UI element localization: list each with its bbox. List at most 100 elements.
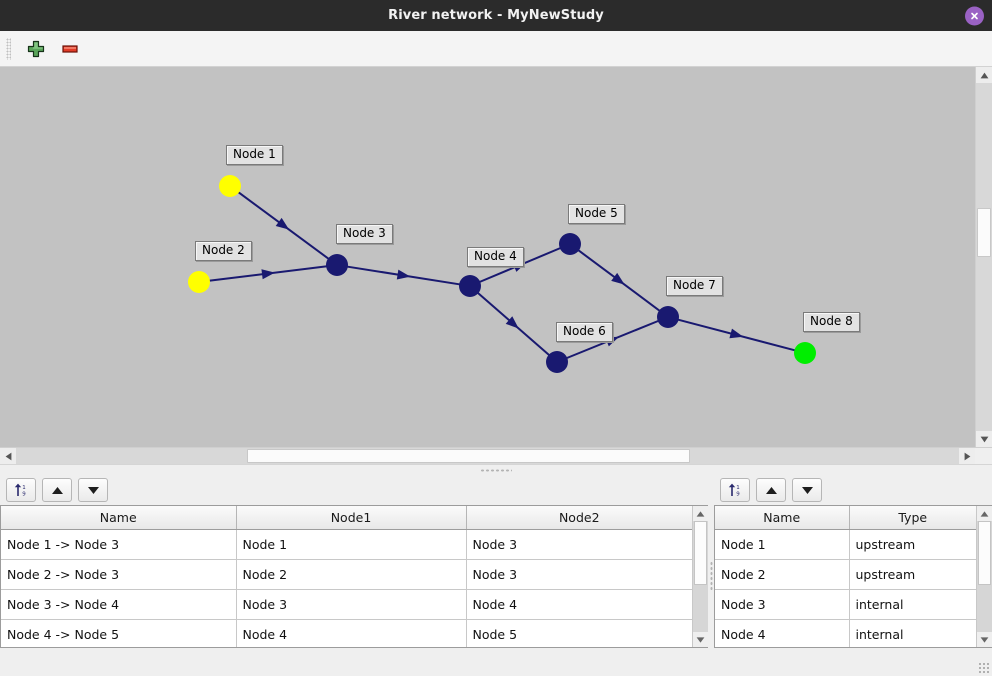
nodes-vscroll-track[interactable] (976, 521, 992, 632)
window-titlebar: River network - MyNewStudy (0, 0, 992, 31)
sort-ascending-icon: 1 9 (14, 483, 26, 498)
graph-node-label-node-1[interactable]: Node 1 (226, 145, 283, 165)
add-node-button[interactable] (25, 38, 47, 60)
cell-node1[interactable]: Node 2 (236, 559, 467, 590)
column-header-node1[interactable]: Node1 (236, 506, 467, 530)
arrow-up-icon (765, 486, 777, 494)
cell-node2[interactable]: Node 3 (466, 559, 692, 590)
graph-node-label-node-5[interactable]: Node 5 (568, 204, 625, 224)
canvas-hscroll-track[interactable] (16, 448, 959, 464)
river-network-canvas[interactable]: Node 1 Node 2 Node 3 Node 4 Node 5 Node 6 Node… (0, 67, 975, 447)
graph-node-label-node-3[interactable]: Node 3 (336, 224, 393, 244)
branches-scroll-down-icon[interactable] (693, 632, 708, 647)
graph-node-label-node-2[interactable]: Node 2 (195, 241, 252, 261)
graph-node-node-6[interactable] (546, 351, 568, 373)
canvas-horizontal-scrollbar[interactable] (0, 447, 992, 464)
graph-node-node-1[interactable] (219, 175, 241, 197)
graph-node-node-8[interactable] (794, 342, 816, 364)
network-graph (188, 175, 816, 373)
nodes-sort-button[interactable]: 1 9 (720, 478, 750, 502)
arrow-up-icon (51, 486, 63, 494)
scroll-left-icon[interactable] (0, 448, 16, 464)
cell-name[interactable]: Node 1 (715, 529, 850, 560)
branches-panel: 1 9 (0, 475, 708, 676)
graph-node-node-4[interactable] (459, 275, 481, 297)
graph-node-node-2[interactable] (188, 271, 210, 293)
graph-edge-arrow-icon (275, 217, 290, 230)
cell-node2[interactable]: Node 5 (466, 619, 692, 647)
cell-node1[interactable]: Node 1 (236, 529, 467, 560)
cell-type[interactable]: internal (849, 619, 976, 647)
close-icon[interactable] (965, 6, 984, 25)
branches-sort-button[interactable]: 1 9 (6, 478, 36, 502)
canvas-vertical-scrollbar[interactable] (975, 67, 992, 447)
nodes-scroll-down-icon[interactable] (976, 632, 992, 647)
cell-name[interactable]: Node 1 -> Node 3 (1, 529, 237, 560)
graph-edge-arrow-icon (505, 316, 519, 329)
nodes-move-down-button[interactable] (792, 478, 822, 502)
nodes-move-up-button[interactable] (756, 478, 786, 502)
branches-vertical-scrollbar[interactable] (692, 506, 708, 647)
cell-node2[interactable]: Node 4 (466, 589, 692, 620)
nodes-scroll-up-icon[interactable] (976, 506, 992, 521)
scrollbar-corner (975, 448, 992, 464)
arrow-down-icon (801, 486, 813, 494)
nodes-vscroll-thumb[interactable] (977, 521, 991, 586)
vertical-splitter[interactable] (708, 475, 714, 676)
svg-text:9: 9 (736, 492, 740, 498)
cell-node1[interactable]: Node 3 (236, 589, 467, 620)
canvas-hscroll-thumb[interactable] (247, 449, 691, 463)
cell-name[interactable]: Node 2 -> Node 3 (1, 559, 237, 590)
cell-name[interactable]: Node 3 (715, 589, 850, 620)
branches-move-up-button[interactable] (42, 478, 72, 502)
cell-type[interactable]: internal (849, 589, 976, 620)
window-resize-grip[interactable] (978, 662, 990, 674)
splitter-grip (480, 468, 512, 472)
graph-node-node-3[interactable] (326, 254, 348, 276)
canvas-vscroll-thumb[interactable] (977, 208, 991, 257)
branches-vscroll-thumb[interactable] (694, 521, 707, 586)
minus-icon (62, 44, 78, 53)
graph-node-node-5[interactable] (559, 233, 581, 255)
horizontal-splitter[interactable] (0, 464, 992, 475)
cell-type[interactable]: upstream (849, 559, 976, 590)
column-header-node2[interactable]: Node2 (466, 506, 692, 530)
graph-node-node-7[interactable] (657, 306, 679, 328)
column-header-name[interactable]: Name (715, 506, 850, 530)
column-header-name[interactable]: Name (1, 506, 237, 530)
scroll-up-icon[interactable] (976, 67, 992, 83)
cell-name[interactable]: Node 4 -> Node 5 (1, 619, 237, 647)
branches-scroll-up-icon[interactable] (693, 506, 708, 521)
canvas-vscroll-track[interactable] (976, 83, 992, 431)
graph-node-label-node-6[interactable]: Node 6 (556, 322, 613, 342)
delete-node-button[interactable] (59, 38, 81, 60)
cell-type[interactable]: upstream (849, 529, 976, 560)
toolbar-drag-handle[interactable] (6, 37, 11, 60)
branches-vscroll-track[interactable] (693, 521, 708, 632)
scroll-right-icon[interactable] (959, 448, 975, 464)
window-title: River network - MyNewStudy (388, 8, 604, 23)
column-header-type[interactable]: Type (849, 506, 976, 530)
cell-name[interactable]: Node 4 (715, 619, 850, 647)
graph-node-label-node-4[interactable]: Node 4 (467, 247, 524, 267)
branches-move-down-button[interactable] (78, 478, 108, 502)
cell-name[interactable]: Node 2 (715, 559, 850, 590)
graph-node-label-node-7[interactable]: Node 7 (666, 276, 723, 296)
cell-node2[interactable]: Node 3 (466, 529, 692, 560)
graph-node-label-node-8[interactable]: Node 8 (803, 312, 860, 332)
cell-name[interactable]: Node 3 -> Node 4 (1, 589, 237, 620)
scroll-down-icon[interactable] (976, 431, 992, 447)
nodes-vertical-scrollbar[interactable] (975, 506, 992, 647)
cell-node1[interactable]: Node 4 (236, 619, 467, 647)
